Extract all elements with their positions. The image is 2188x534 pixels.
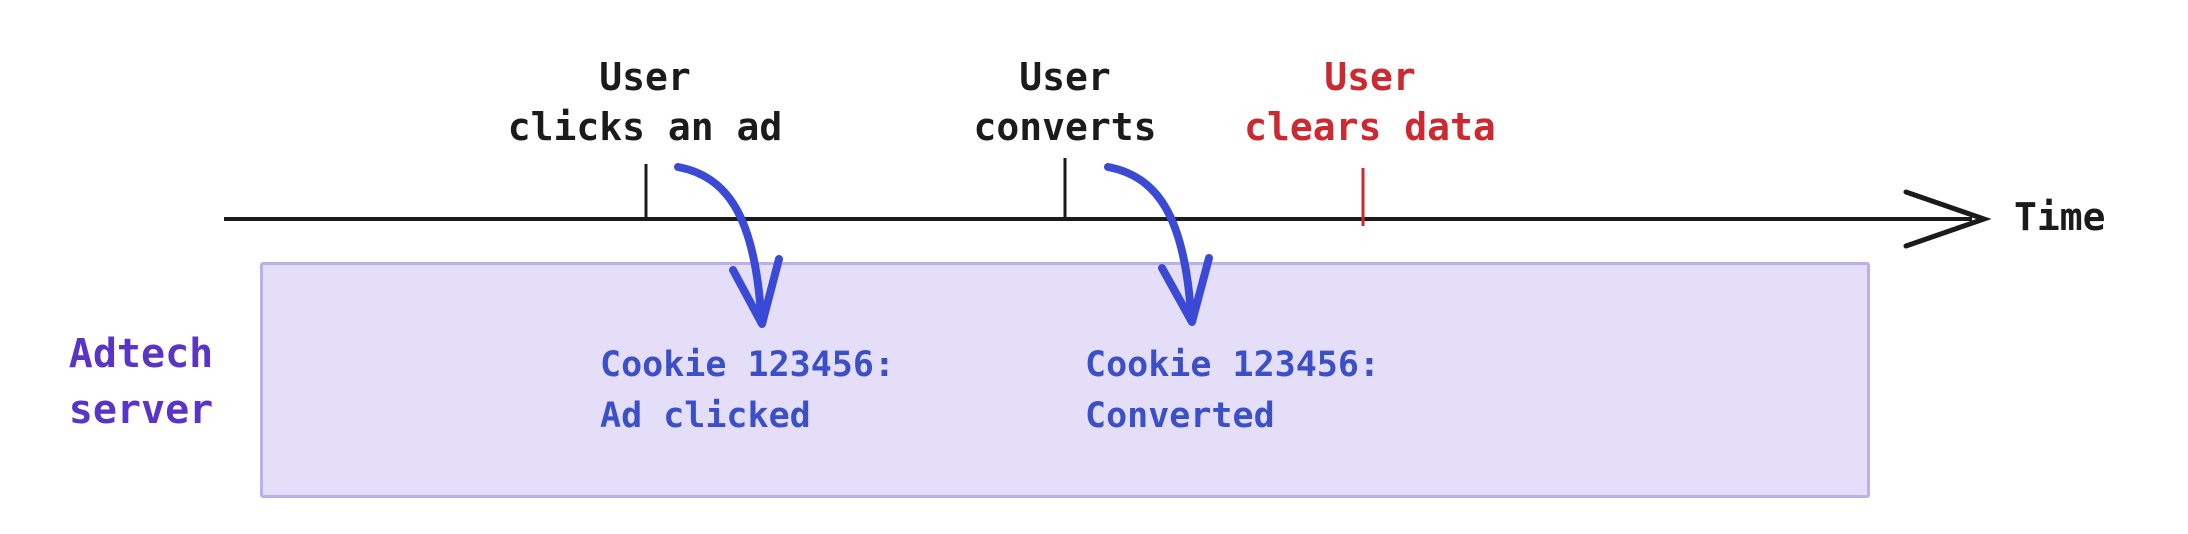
time-axis-label: Time [2014, 195, 2106, 239]
adtech-server-box [260, 262, 1870, 498]
time-axis-arrowhead-icon [1903, 189, 1992, 249]
cookie-record-converted: Cookie 123456: Converted [1085, 345, 1381, 436]
cookie-record-ad-clicked: Cookie 123456: Ad clicked [600, 345, 896, 436]
adtech-server-label: Adtech server [68, 331, 214, 433]
event-label-clear: User clears data [1244, 55, 1496, 149]
event-label-click: User clicks an ad [507, 55, 783, 149]
event-label-convert: User converts [973, 55, 1157, 149]
